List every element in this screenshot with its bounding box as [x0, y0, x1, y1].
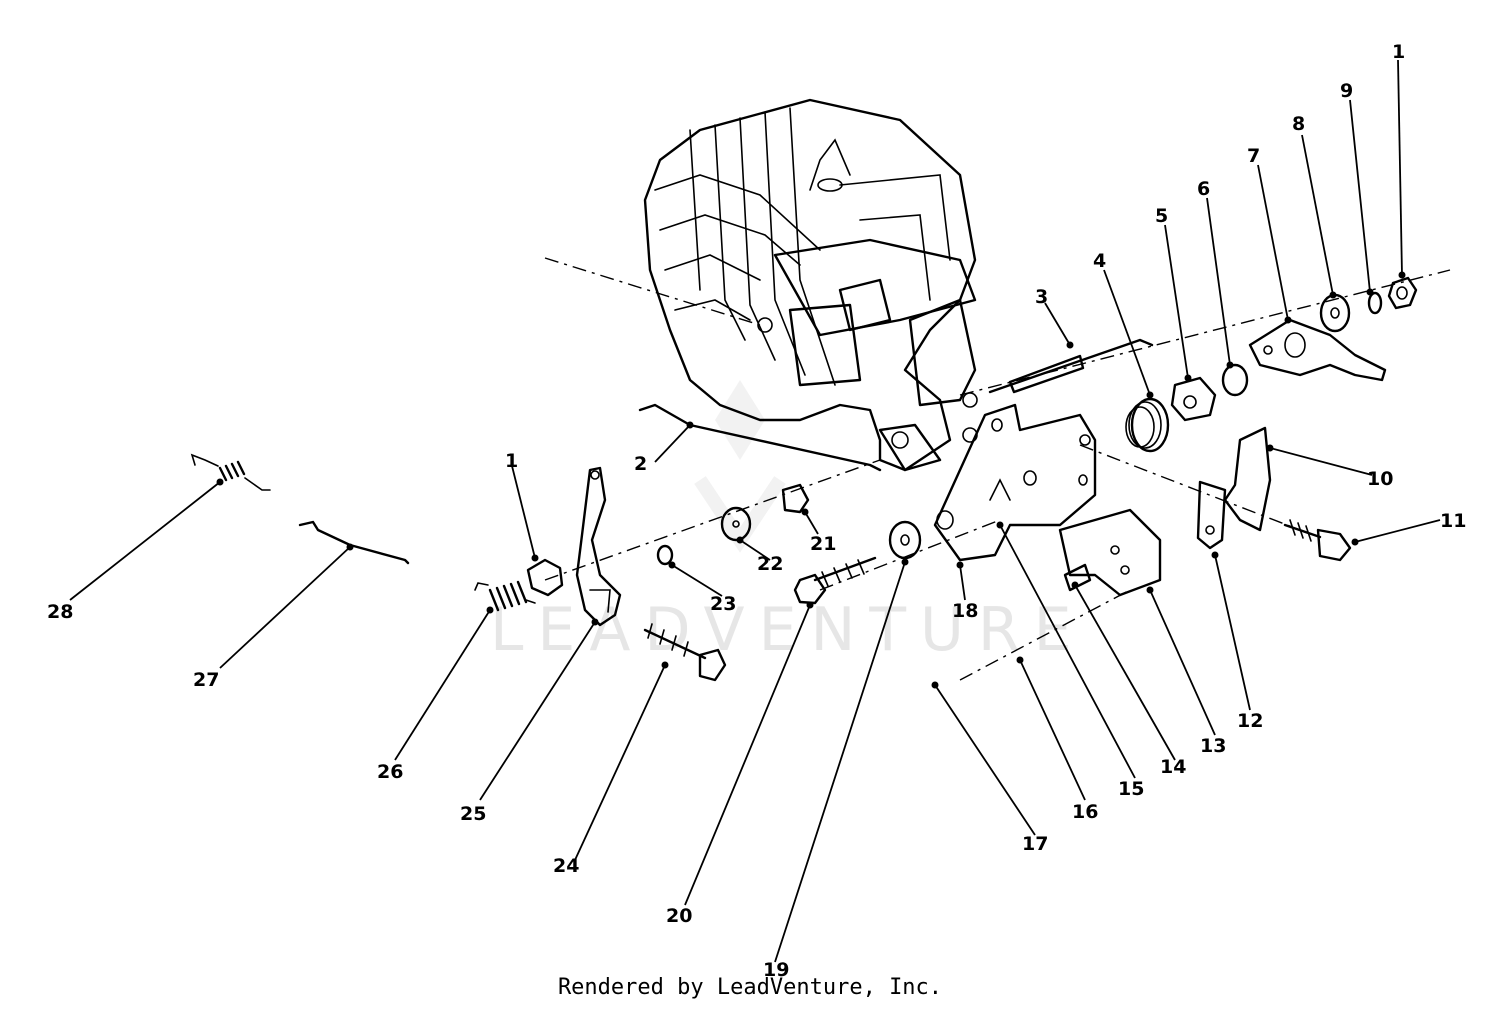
- callout-15: 15: [1118, 778, 1144, 800]
- callout-24: 24: [553, 855, 579, 877]
- watermark-text: LEADVENTURE: [490, 595, 1086, 665]
- callout-18: 18: [952, 600, 978, 622]
- part-28-spring: [190, 453, 271, 491]
- callout-3: 3: [1035, 286, 1048, 308]
- part-20-bolt: [793, 556, 877, 605]
- callout-23: 23: [710, 593, 736, 615]
- callout-22: 22: [757, 553, 783, 575]
- part-26-spring: [474, 580, 536, 612]
- callout-26: 26: [377, 761, 403, 783]
- callout-20: 20: [666, 905, 692, 927]
- callout-1-upper: 1: [1392, 41, 1405, 63]
- callout-10: 10: [1367, 468, 1393, 490]
- callout-12: 12: [1237, 710, 1263, 732]
- part-23-washer-small: [656, 544, 674, 566]
- callout-16: 16: [1072, 801, 1098, 823]
- callout-6: 6: [1197, 178, 1210, 200]
- callout-14: 14: [1160, 756, 1186, 778]
- credit-text: Rendered by LeadVenture, Inc.: [557, 975, 943, 1000]
- axis-line-lever: [544, 459, 881, 581]
- axis-line-top: [544, 257, 761, 326]
- part-18-control-bracket: [933, 403, 1097, 562]
- part-9-lock-washer: [1367, 291, 1383, 315]
- part-14-stud: [1063, 563, 1092, 592]
- axis-line-bolt: [819, 519, 1001, 591]
- callout-5: 5: [1155, 205, 1168, 227]
- part-11-bolt: [1283, 519, 1352, 562]
- callout-21: 21: [810, 533, 836, 555]
- part-1-nut-upper: [1387, 276, 1418, 310]
- part-25-throttle-lever: [575, 466, 622, 627]
- part-4-governor-spring: [1125, 397, 1170, 453]
- callout-9: 9: [1340, 80, 1353, 102]
- part-3-governor-rod: [988, 338, 1154, 394]
- callout-19: 19: [763, 959, 789, 981]
- leader-dots: [216, 271, 1406, 689]
- leader-lines: [69, 59, 1441, 963]
- part-5-bushing: [1170, 376, 1217, 422]
- callout-27: 27: [193, 669, 219, 691]
- callout-25: 25: [460, 803, 486, 825]
- engine-block: [643, 98, 978, 472]
- part-24-bolt: [643, 623, 727, 682]
- part-21-nut: [781, 483, 810, 514]
- callout-2: 2: [634, 453, 647, 475]
- callout-7: 7: [1247, 145, 1260, 167]
- axis-line-bracket: [959, 589, 1131, 681]
- part-13-bracket-plate: [1058, 508, 1162, 597]
- callout-28: 28: [47, 601, 73, 623]
- part-1-nut-lower: [526, 558, 564, 597]
- part-6-washer: [1221, 363, 1249, 397]
- part-10-spring-bracket: [1223, 426, 1272, 532]
- callout-17: 17: [1022, 833, 1048, 855]
- part-27-rod: [298, 520, 410, 565]
- callout-11: 11: [1440, 510, 1466, 532]
- part-12-clip: [1196, 480, 1227, 550]
- callout-13: 13: [1200, 735, 1226, 757]
- callout-4: 4: [1093, 250, 1106, 272]
- part-19-washer: [888, 520, 922, 560]
- watermark-logo: [694, 380, 786, 553]
- part-22-washer: [720, 506, 752, 542]
- callout-1-lower: 1: [505, 450, 518, 472]
- axis-line-main: [959, 269, 1451, 396]
- callout-8: 8: [1292, 113, 1305, 135]
- part-7-governor-lever: [1248, 318, 1387, 382]
- part-8-flat-washer: [1319, 293, 1351, 333]
